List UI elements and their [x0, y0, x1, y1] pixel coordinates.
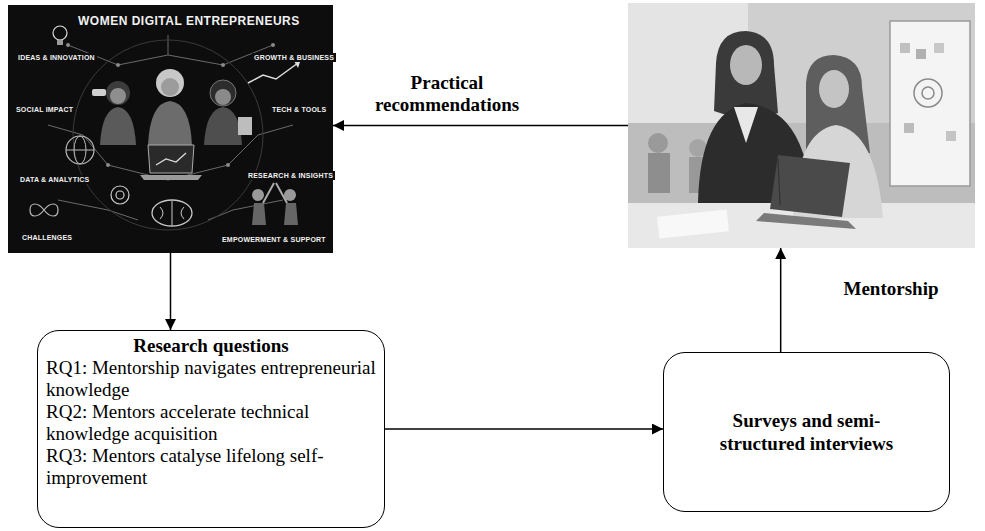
- research-question: RQ3: Mentors catalyse lifelong self-impr…: [46, 445, 376, 489]
- research-questions-box: Research questionsRQ1: Mentorship naviga…: [37, 330, 385, 528]
- edge-label: Practical recommendations: [362, 72, 532, 116]
- photo-node: [628, 3, 975, 248]
- research-question: RQ1: Mentorship navigates entrepreneuria…: [46, 357, 376, 401]
- research-question: RQ2: Mentors accelerate technical knowle…: [46, 401, 376, 445]
- entrepreneurs-illustration: [8, 5, 333, 253]
- arrow-connector: [780, 248, 782, 352]
- poster-label: CHALLENGES: [20, 233, 74, 242]
- edge-label: Mentorship: [826, 278, 956, 300]
- poster-title: WOMEN DIGITAL ENTREPRENEURS: [76, 13, 302, 29]
- poster-label: SOCIAL IMPACT: [14, 105, 75, 114]
- poster-label: GROWTH & BUSINESS: [252, 53, 336, 62]
- poster-label: IDEAS & INNOVATION: [16, 53, 97, 62]
- methods-box: Surveys and semi-structured interviews: [663, 352, 950, 512]
- illustration-node: WOMEN DIGITAL ENTREPRENEURS IDEAS & INNOV…: [8, 5, 333, 253]
- poster-label: DATA & ANALYTICS: [18, 175, 91, 184]
- box-heading: Research questions: [46, 335, 376, 357]
- poster-label: TECH & TOOLS: [270, 105, 328, 114]
- arrow-connector: [170, 253, 172, 330]
- mentorship-photo: [628, 3, 975, 248]
- arrow-connector: [385, 428, 663, 430]
- box-text: Surveys and semi-structured interviews: [704, 409, 909, 455]
- poster-label: RESEARCH & INSIGHTS: [246, 171, 335, 180]
- poster-label: EMPOWERMENT & SUPPORT: [220, 235, 328, 244]
- arrow-connector: [333, 125, 628, 127]
